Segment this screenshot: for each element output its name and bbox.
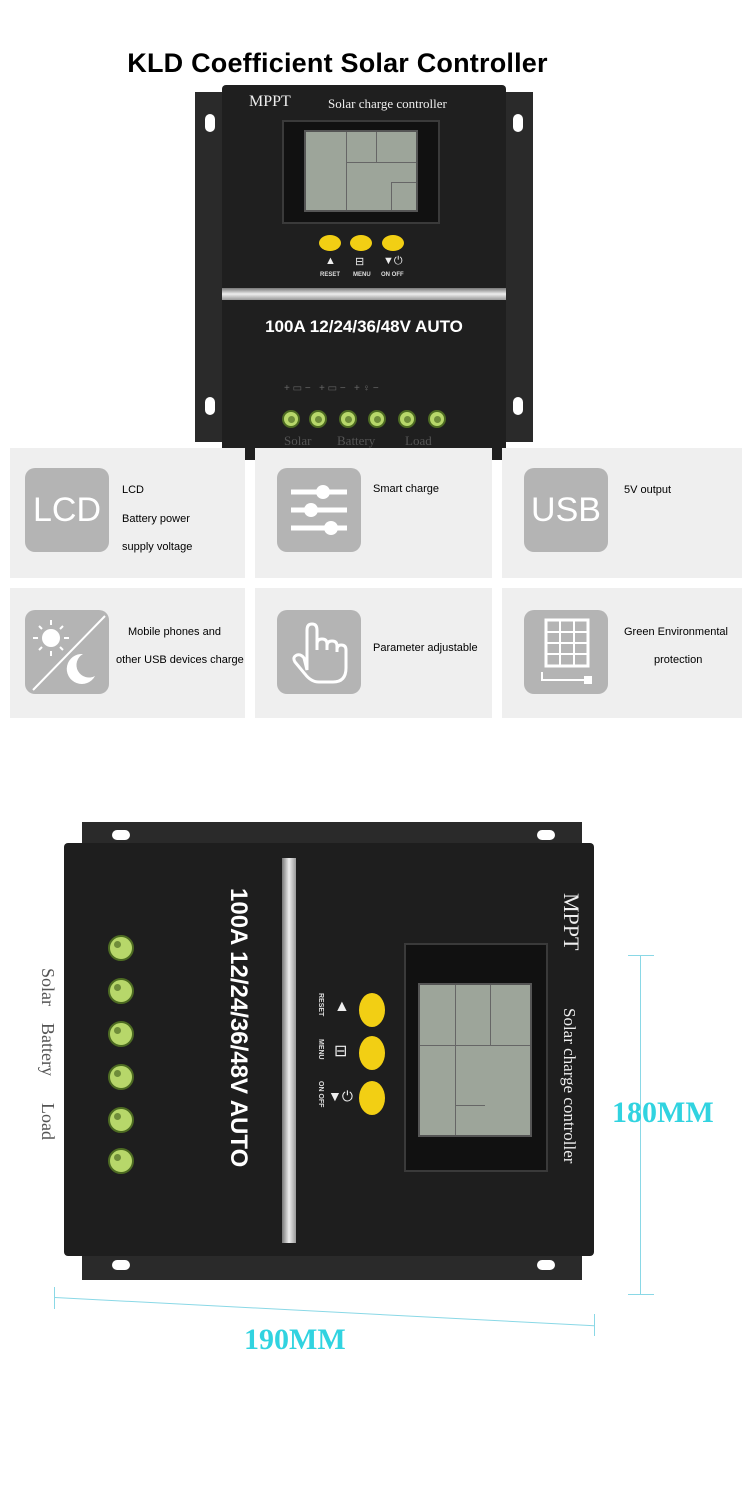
reset-button[interactable] [319,235,341,251]
feature-label: Battery power [122,513,190,525]
lcd-screen [418,983,532,1137]
terminal-solar-pos [108,935,134,961]
terminal-solar-neg [108,978,134,1004]
controller-top-view: MPPT Solar charge controller ▲ ⊟ ▼⏻ RESE… [222,85,506,460]
controller-front-view: Solar Battery Load 100A 12/24/36/48V AUT… [38,843,594,1256]
terminal-label-solar: Solar [38,968,58,1006]
reset-label: RESET [317,993,324,1017]
feature-label: LCD [122,484,145,496]
reset-label: RESET [320,272,341,278]
menu-label: MENU [353,272,371,278]
terminal-load-neg [428,410,446,428]
left-mount-ear [195,92,227,442]
menu-label: MENU [317,1039,324,1060]
solar-panel-icon [524,610,608,694]
subtitle-label: Solar charge controller [328,96,447,111]
chrome-strip [222,288,506,300]
reset-symbol: ▲ [325,255,336,267]
menu-button[interactable] [350,235,372,251]
onoff-label: ON OFF [381,272,404,278]
reset-symbol: ▲ [334,998,350,1015]
feature-label: protection [654,654,703,666]
feature-cell-parameter: Parameter adjustable [255,588,492,718]
lcd-icon: LCD [25,468,109,552]
chrome-strip-vertical [282,858,296,1243]
brand-label: MPPT [559,893,584,951]
terminal-label-battery: Battery [337,433,376,448]
terminal-label-load: Load [38,1103,58,1140]
terminal-battery-neg [368,410,386,428]
rating-label: 100A 12/24/36/48V AUTO [265,317,463,336]
terminal-load-pos [108,1107,134,1133]
menu-button[interactable] [359,1036,385,1070]
terminal-battery-neg [108,1064,134,1090]
onoff-label: ON OFF [317,1081,324,1108]
reset-button[interactable] [359,993,385,1027]
terminal-polarity-marks: + ▭ − + ▭ − + ♀ − [284,383,379,394]
width-dimension-label: 190MM [244,1323,346,1356]
terminal-load-pos [398,410,416,428]
feature-label: supply voltage [122,541,193,553]
lcd-bezel [282,120,440,224]
feature-label: Green Environmental [624,626,728,638]
sliders-icon [277,468,361,552]
lcd-screen [304,130,418,212]
usb-icon: USB [524,468,608,552]
subtitle-label: Solar charge controller [560,1008,579,1164]
feature-cell-smart-charge: Smart charge [255,448,492,578]
day-night-icon [25,610,109,694]
rating-label: 100A 12/24/36/48V AUTO [225,888,252,1168]
menu-symbol: ⊟ [355,256,365,268]
right-mount-ear [501,92,533,442]
height-dimension-label: 180MM [612,1096,714,1129]
page-title: KLD Coefficient Solar Controller [127,48,548,78]
lcd-bezel [404,943,548,1172]
onoff-button[interactable] [382,235,404,251]
terminal-label-load: Load [405,433,432,448]
feature-label: other USB devices charge [116,654,244,666]
feature-cell-usb-devices: Mobile phones and other USB devices char… [10,588,245,718]
feature-cell-usb: USB 5V output [502,448,742,578]
feature-label: Smart charge [373,483,440,495]
terminal-solar-neg [309,410,327,428]
terminal-load-neg [108,1148,134,1174]
terminal-solar-pos [282,410,300,428]
feature-label: 5V output [624,484,672,496]
feature-cell-lcd: LCD LCD Battery power supply voltage [10,448,245,578]
terminal-battery-pos [339,410,357,428]
hand-pointer-icon [277,610,361,694]
feature-label: Mobile phones and [128,626,221,638]
menu-symbol: ⊟ [334,1043,348,1060]
height-dimension-line [640,955,641,1295]
feature-label: Parameter adjustable [373,642,478,654]
terminal-label-solar: Solar [284,433,312,448]
feature-cell-green: Green Environmental protection [502,588,742,718]
onoff-symbol: ▼⏻ [383,255,403,267]
onoff-symbol: ▼⏻ [328,1088,353,1104]
width-dimension-line [54,1297,595,1327]
terminal-battery-pos [108,1021,134,1047]
onoff-button[interactable] [359,1081,385,1115]
terminal-label-battery: Battery [38,1023,58,1076]
brand-label: MPPT [249,93,291,110]
